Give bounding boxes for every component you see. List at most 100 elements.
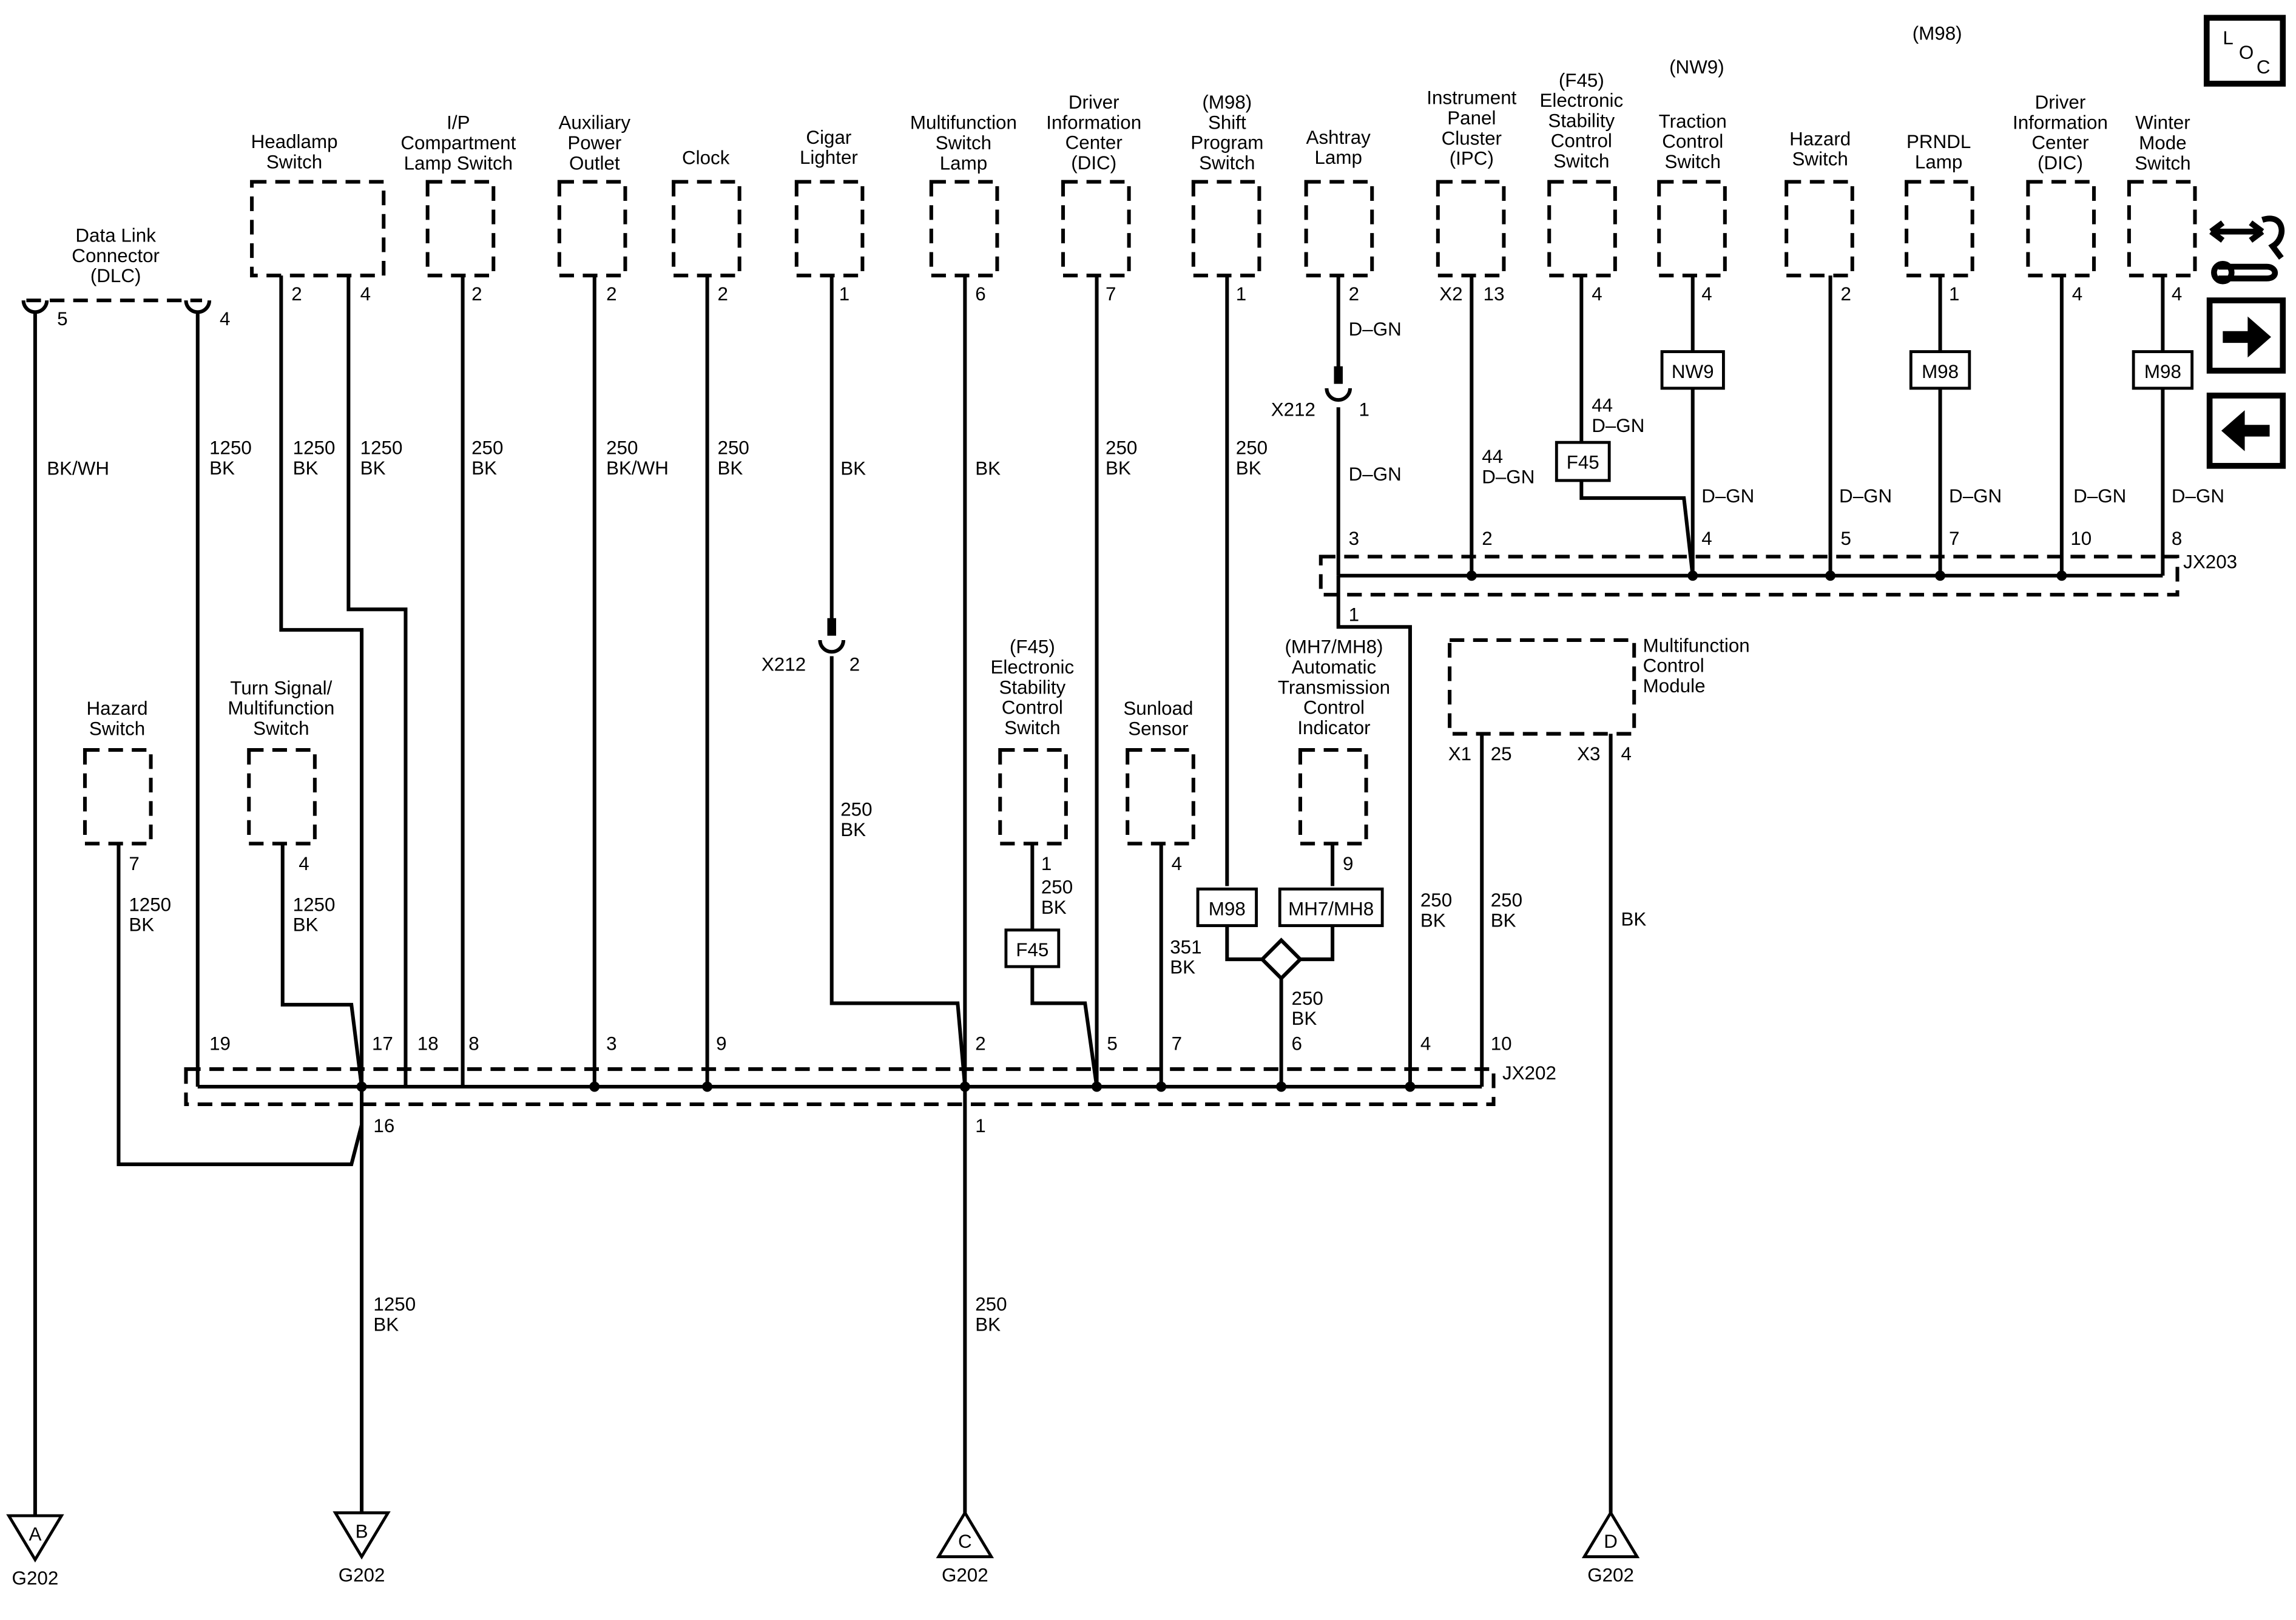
svg-text:1: 1 <box>839 283 849 305</box>
svg-text:NW9: NW9 <box>1672 361 1714 382</box>
svg-text:6: 6 <box>1292 1033 1302 1055</box>
svg-text:Lamp Switch: Lamp Switch <box>404 152 513 174</box>
pin-jx203-10: 10 <box>2070 528 2092 549</box>
svg-text:BK: BK <box>1106 457 1131 479</box>
connector-info-icon[interactable] <box>2209 215 2284 285</box>
svg-text:BK: BK <box>1041 897 1067 918</box>
svg-text:Power: Power <box>567 132 621 154</box>
svg-text:5: 5 <box>57 308 67 329</box>
svg-text:4: 4 <box>1172 853 1182 874</box>
svg-text:BK: BK <box>293 457 319 479</box>
svg-text:25: 25 <box>1491 743 1512 764</box>
svg-text:2: 2 <box>471 283 482 305</box>
wire-atci-to-diamond <box>1300 925 1335 962</box>
svg-text:JX202: JX202 <box>1502 1062 1556 1084</box>
svg-text:1250: 1250 <box>209 437 252 458</box>
svg-text:X212: X212 <box>1271 399 1315 420</box>
pin-winter-4: 4 <box>2172 283 2182 305</box>
pin-dic-r-4: 4 <box>2072 283 2082 305</box>
svg-text:250: 250 <box>840 799 872 820</box>
svg-text:1250: 1250 <box>360 437 403 458</box>
loc-button[interactable]: L O C <box>2203 15 2286 87</box>
option-tag-f45-top: F45 <box>1555 440 1611 482</box>
svg-text:1: 1 <box>1349 604 1359 626</box>
pin-aux-2: 2 <box>606 283 616 305</box>
ground-d: D G202 <box>1581 1510 1640 1586</box>
x212-mid-connector <box>818 618 846 654</box>
svg-text:A: A <box>29 1524 41 1545</box>
svg-text:8: 8 <box>2172 528 2182 549</box>
option-tag-f45-mid: F45 <box>1004 928 1061 968</box>
svg-text:18: 18 <box>417 1033 439 1055</box>
wire-label-esc-top: 44D–GN <box>1592 395 1644 436</box>
wire-label-ipc: 44D–GN <box>1482 446 1535 487</box>
svg-text:G202: G202 <box>1587 1565 1634 1586</box>
pin-ashtray-2: 2 <box>1349 283 1359 305</box>
svg-text:(IPC): (IPC) <box>1450 148 1494 169</box>
svg-text:Winter: Winter <box>2135 112 2190 133</box>
svg-text:BK: BK <box>840 457 866 479</box>
pin-ipc-lamp-2: 2 <box>471 283 482 305</box>
svg-text:Program: Program <box>1190 132 1263 154</box>
svg-text:250: 250 <box>1236 437 1268 458</box>
pin-dlc-4: 4 <box>220 308 230 329</box>
svg-text:C: C <box>958 1531 972 1552</box>
multifunction-switch-lamp-box <box>929 180 999 278</box>
svg-text:4: 4 <box>299 853 309 874</box>
svg-text:2: 2 <box>975 1033 985 1055</box>
pin-jx202-16: 16 <box>373 1115 394 1136</box>
svg-text:1250: 1250 <box>129 894 171 915</box>
svg-text:Lamp: Lamp <box>1314 147 1362 168</box>
svg-text:Lamp: Lamp <box>940 152 987 174</box>
svg-text:Electronic: Electronic <box>991 656 1075 678</box>
svg-text:10: 10 <box>1491 1033 1512 1055</box>
previous-page-arrow-icon[interactable] <box>2206 393 2286 469</box>
svg-text:Multifunction: Multifunction <box>1643 635 1750 656</box>
pin-atci-9: 9 <box>1343 853 1353 874</box>
wire-shift-to-diamond <box>1225 925 1263 962</box>
svg-text:250: 250 <box>471 437 503 458</box>
svg-text:Sunload: Sunload <box>1123 698 1193 719</box>
sunload-sensor-box <box>1126 748 1195 846</box>
pin-jx202-4: 4 <box>1420 1033 1431 1055</box>
jx203-label: JX203 <box>2183 552 2237 573</box>
svg-text:Transmission: Transmission <box>1278 677 1390 698</box>
pin-dic-l-7: 7 <box>1106 283 1116 305</box>
svg-text:7: 7 <box>1172 1033 1182 1055</box>
svg-text:BK: BK <box>1491 910 1516 931</box>
svg-text:2: 2 <box>606 283 616 305</box>
pin-esc-mid-1: 1 <box>1041 853 1052 874</box>
wire-label-tcs: D–GN <box>1701 485 1754 507</box>
svg-text:(M98): (M98) <box>1913 23 1962 44</box>
svg-text:Switch: Switch <box>253 718 309 739</box>
wire-turn-signal <box>280 843 364 1087</box>
svg-text:4: 4 <box>1592 283 1602 305</box>
next-page-arrow-icon[interactable] <box>2206 297 2286 374</box>
wire-label-dlc5: BK/WH <box>47 457 109 479</box>
atci-box <box>1298 748 1368 846</box>
svg-text:4: 4 <box>1701 528 1712 549</box>
pin-jx202-7: 7 <box>1172 1033 1182 1055</box>
svg-text:Switch: Switch <box>1665 151 1721 172</box>
svg-text:4: 4 <box>1420 1033 1431 1055</box>
svg-text:6: 6 <box>975 283 985 305</box>
rpo-nw9-label: (NW9) <box>1669 56 1724 78</box>
pin-dlc-5: 5 <box>57 308 67 329</box>
pin-prndl-1: 1 <box>1949 283 1959 305</box>
pin-turn-4: 4 <box>299 853 309 874</box>
svg-text:1: 1 <box>1359 399 1369 420</box>
svg-text:(F45): (F45) <box>1010 636 1055 658</box>
svg-text:BK: BK <box>1292 1008 1317 1029</box>
